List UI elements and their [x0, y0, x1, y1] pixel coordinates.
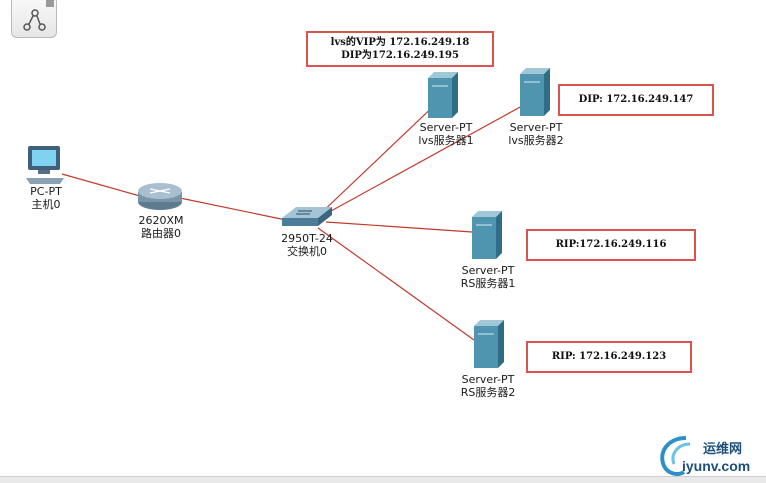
- lvs2-name: lvs服务器2: [508, 134, 564, 147]
- pc-type: PC-PT: [30, 185, 62, 198]
- rs2-rip-note: RIP: 172.16.249.123: [526, 341, 692, 373]
- pc-name: 主机0: [31, 198, 61, 211]
- link-switch-rs2: [317, 227, 475, 341]
- rs2-type: Server-PT: [461, 373, 515, 386]
- link-switch-lvs1: [317, 99, 441, 217]
- lvs-vip-line1: lvs的VIP为 172.16.249.18: [330, 37, 470, 48]
- rs2-rip-text: RIP: 172.16.249.123: [551, 351, 667, 362]
- rs1-label: Server-PT RS服务器1: [450, 264, 526, 290]
- router-type: 2620XM: [138, 214, 184, 227]
- server-rs1-icon[interactable]: [472, 211, 502, 259]
- lvs1-label: Server-PT lvs服务器1: [408, 121, 484, 147]
- router-label: 2620XM 路由器0: [126, 214, 196, 240]
- rs2-label: Server-PT RS服务器2: [450, 373, 526, 399]
- lvs2-dip-text: DIP: 172.16.249.147: [578, 94, 694, 105]
- lvs1-name: lvs服务器1: [418, 134, 474, 147]
- switch-type: 2950T-24: [281, 232, 333, 245]
- lvs2-type: Server-PT: [509, 121, 563, 134]
- lvs1-type: Server-PT: [419, 121, 473, 134]
- rs1-rip-text: RIP:172.16.249.116: [555, 239, 667, 250]
- watermark-cn: 运维网: [703, 442, 743, 457]
- router-icon[interactable]: [138, 183, 182, 210]
- rs2-name: RS服务器2: [460, 386, 516, 399]
- switch-label: 2950T-24 交换机0: [272, 232, 342, 258]
- server-lvs2-icon[interactable]: [520, 68, 550, 116]
- switch-name: 交换机0: [287, 245, 327, 258]
- pc-label: PC-PT 主机0: [16, 185, 76, 211]
- watermark-logo: 运维网 iyunv.com: [656, 432, 764, 480]
- rs1-name: RS服务器1: [460, 277, 516, 290]
- lvs-vip-note: lvs的VIP为 172.16.249.18 DIP为172.16.249.19…: [306, 31, 494, 67]
- router-name: 路由器0: [141, 227, 181, 240]
- pc-icon[interactable]: [26, 146, 64, 184]
- server-lvs1-icon[interactable]: [428, 72, 458, 118]
- link-switch-rs1: [325, 221, 473, 233]
- link-pc-router: [61, 173, 141, 197]
- switch-icon[interactable]: [282, 207, 332, 226]
- watermark-swirl-icon: [660, 436, 691, 476]
- server-rs2-icon[interactable]: [474, 320, 504, 368]
- rs1-type: Server-PT: [461, 264, 515, 277]
- bottom-scrollbar[interactable]: [0, 476, 766, 483]
- diagram-tool-icon[interactable]: [11, 0, 57, 38]
- rs1-rip-note: RIP:172.16.249.116: [526, 229, 696, 261]
- lvs2-label: Server-PT lvs服务器2: [498, 121, 574, 147]
- link-router-switch: [179, 197, 287, 221]
- lvs-vip-line2: DIP为172.16.249.195: [341, 50, 459, 61]
- link-switch-lvs2: [321, 105, 523, 217]
- lvs2-dip-note: DIP: 172.16.249.147: [558, 84, 714, 116]
- watermark-en: iyunv.com: [682, 458, 751, 474]
